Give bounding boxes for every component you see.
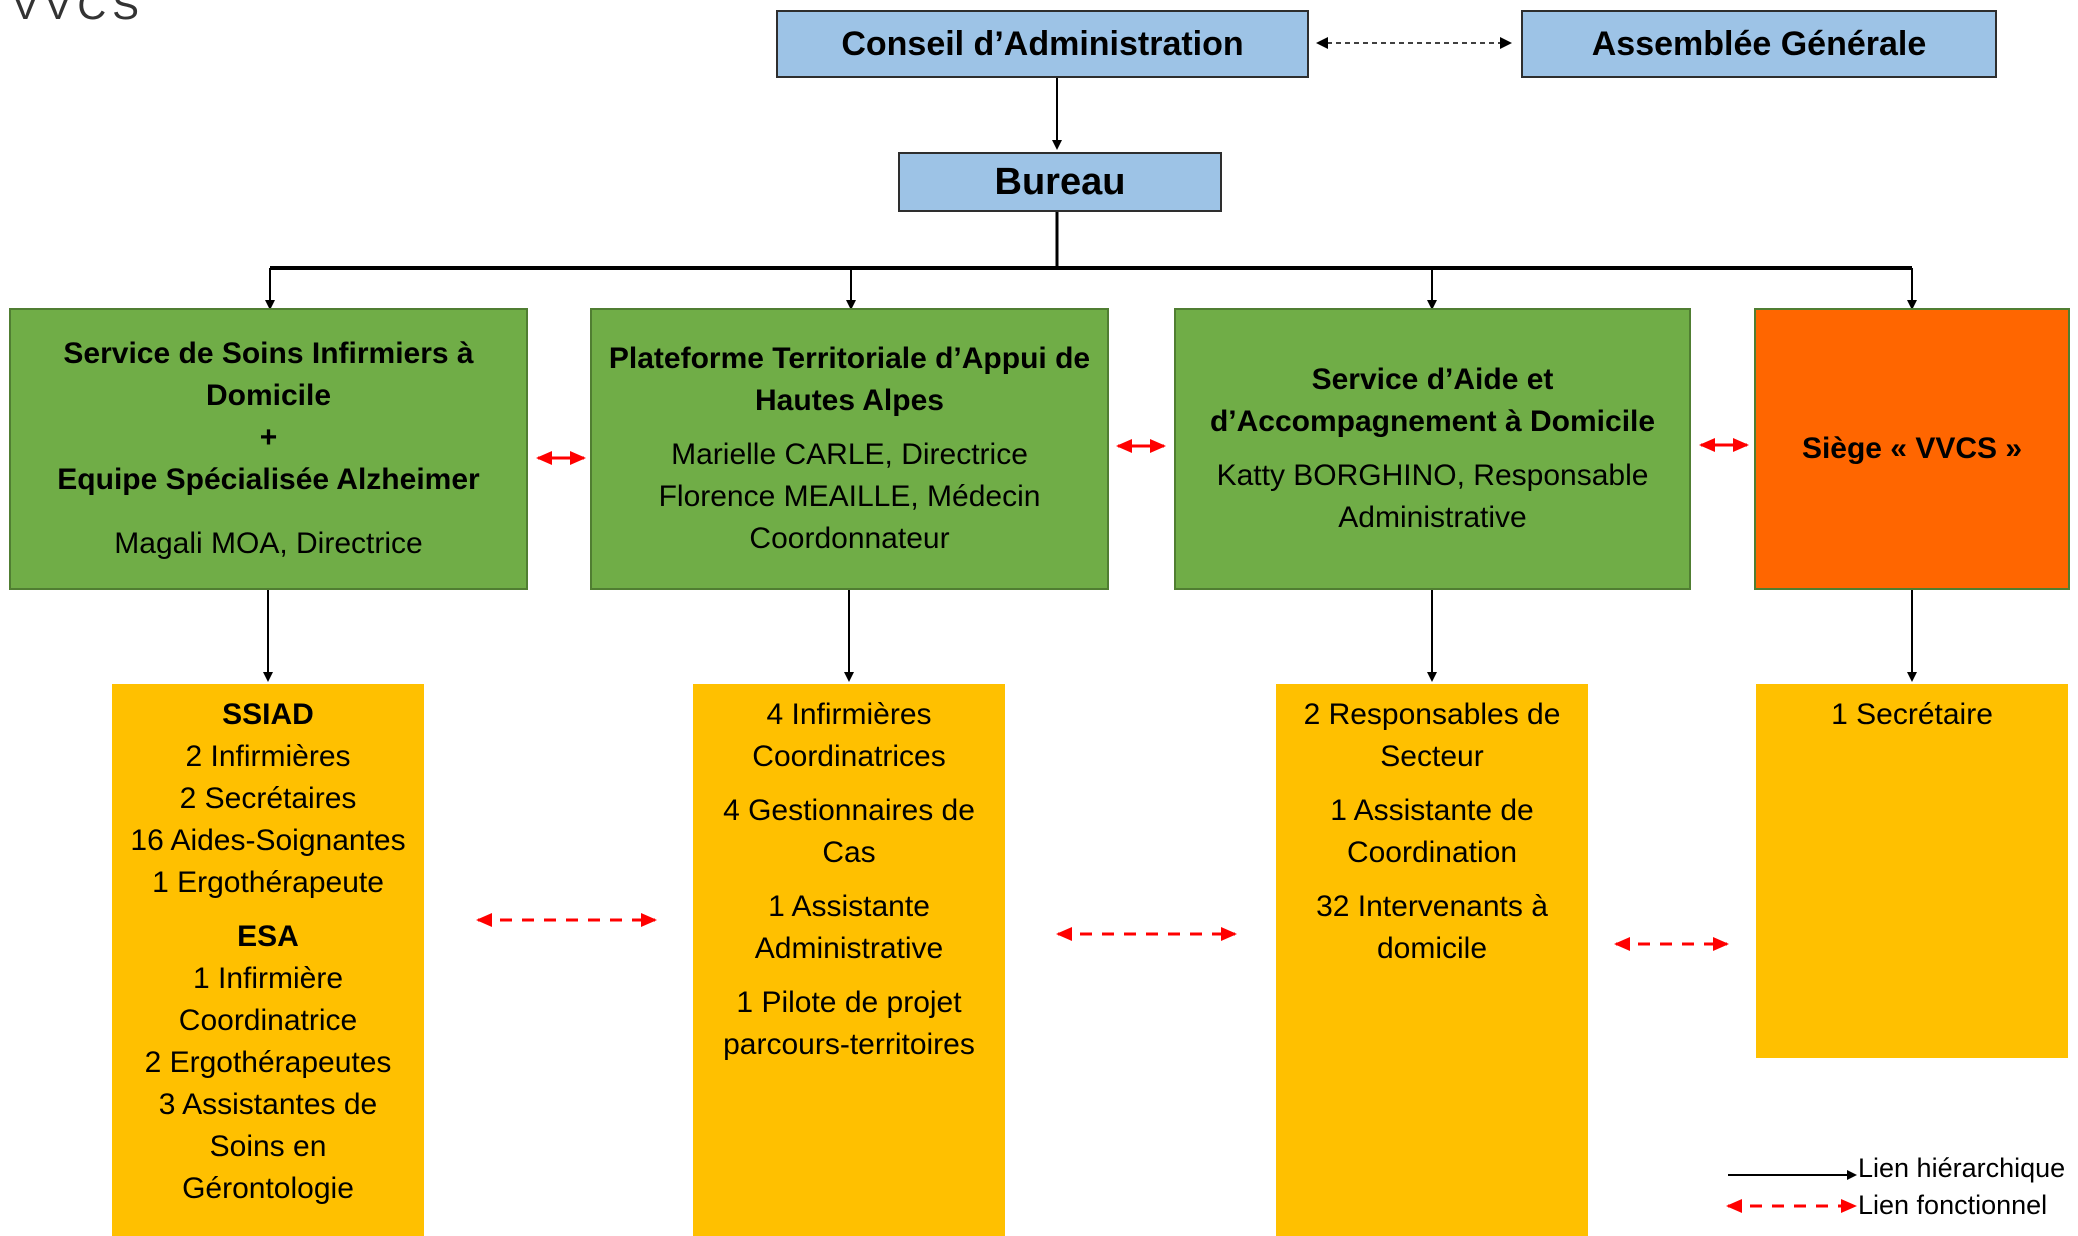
legend-hierarchical-label: Lien hiérarchique (1858, 1153, 2066, 1183)
service-name-line: Plateforme Territoriale d’Appui de (608, 342, 1091, 375)
team-line: 2 Secrétaires (179, 782, 357, 815)
service-staff-line: Florence MEAILLE, Médecin (658, 480, 1041, 513)
service-staff-line: Coordonnateur (749, 522, 950, 555)
team-box-siege: 1 Secrétaire (1756, 684, 2068, 1058)
team-line: 1 Ergothérapeute (152, 866, 384, 899)
legend-functional-label: Lien fonctionnel (1858, 1190, 2048, 1220)
team-line: Coordinatrice (178, 1004, 358, 1037)
service-box-siege: Siège « VVCS » (1754, 308, 2070, 590)
team-line: 1 Infirmière (192, 962, 344, 995)
team-group-title: ESA (237, 920, 299, 953)
service-name-line: Service d’Aide et (1311, 363, 1554, 396)
service-name-line: Hautes Alpes (755, 384, 944, 417)
service-name-line: d’Accompagnement à Domicile (1209, 405, 1656, 438)
team-line: 1 Assistante (768, 890, 930, 923)
team-line: parcours-territoires (723, 1028, 975, 1061)
team-line: Gérontologie (182, 1172, 354, 1205)
team-line: 4 Infirmières (766, 698, 932, 731)
service-name-line: Equipe Spécialisée Alzheimer (57, 463, 480, 496)
team-box-ssiad-esa: SSIAD 2 Infirmières 2 Secrétaires 16 Aid… (112, 684, 424, 1236)
service-staff-line: Magali MOA, Directrice (114, 527, 423, 560)
service-box-saad: Service d’Aide et d’Accompagnement à Dom… (1174, 308, 1691, 590)
team-line: Administrative (754, 932, 944, 965)
team-line: 1 Assistante de (1330, 794, 1534, 827)
team-line: 4 Gestionnaires de (723, 794, 975, 827)
team-box-saad: 2 Responsables de Secteur 1 Assistante d… (1276, 684, 1588, 1236)
service-box-ssiad-esa: Service de Soins Infirmiers à Domicile +… (9, 308, 528, 590)
assemblee-generale-box: Assemblée Générale (1521, 10, 1997, 78)
team-line: Cas (822, 836, 876, 869)
service-staff-line: Marielle CARLE, Directrice (671, 438, 1028, 471)
team-line: 3 Assistantes de (158, 1088, 378, 1121)
team-line: 2 Responsables de (1303, 698, 1561, 731)
team-line: Soins en (209, 1130, 327, 1163)
team-line: 1 Pilote de projet (736, 986, 962, 1019)
service-name-line: + (259, 421, 278, 454)
team-box-plateforme: 4 Infirmières Coordinatrices 4 Gestionna… (693, 684, 1005, 1236)
team-line: Secteur (1380, 740, 1484, 773)
team-group-title: SSIAD (222, 698, 314, 731)
service-staff-line: Administrative (1338, 501, 1527, 534)
service-name-line: Domicile (205, 379, 332, 412)
bureau-box: Bureau (898, 152, 1222, 212)
team-line: 2 Infirmières (185, 740, 351, 773)
service-name-line: Siège « VVCS » (1801, 432, 2023, 465)
team-line: Coordination (1346, 836, 1518, 869)
team-line: 16 Aides-Soignantes (130, 824, 406, 857)
team-line: domicile (1376, 932, 1488, 965)
service-name-line: Service de Soins Infirmiers à (63, 337, 474, 370)
team-line: 32 Intervenants à (1316, 890, 1548, 923)
team-line: 2 Ergothérapeutes (144, 1046, 392, 1079)
logo: VVCS (12, 0, 145, 28)
team-line: 1 Secrétaire (1831, 698, 1993, 731)
service-staff-line: Katty BORGHINO, Responsable (1216, 459, 1649, 492)
conseil-administration-box: Conseil d’Administration (776, 10, 1309, 78)
service-box-plateforme: Plateforme Territoriale d’Appui de Haute… (590, 308, 1109, 590)
team-line: Coordinatrices (752, 740, 946, 773)
